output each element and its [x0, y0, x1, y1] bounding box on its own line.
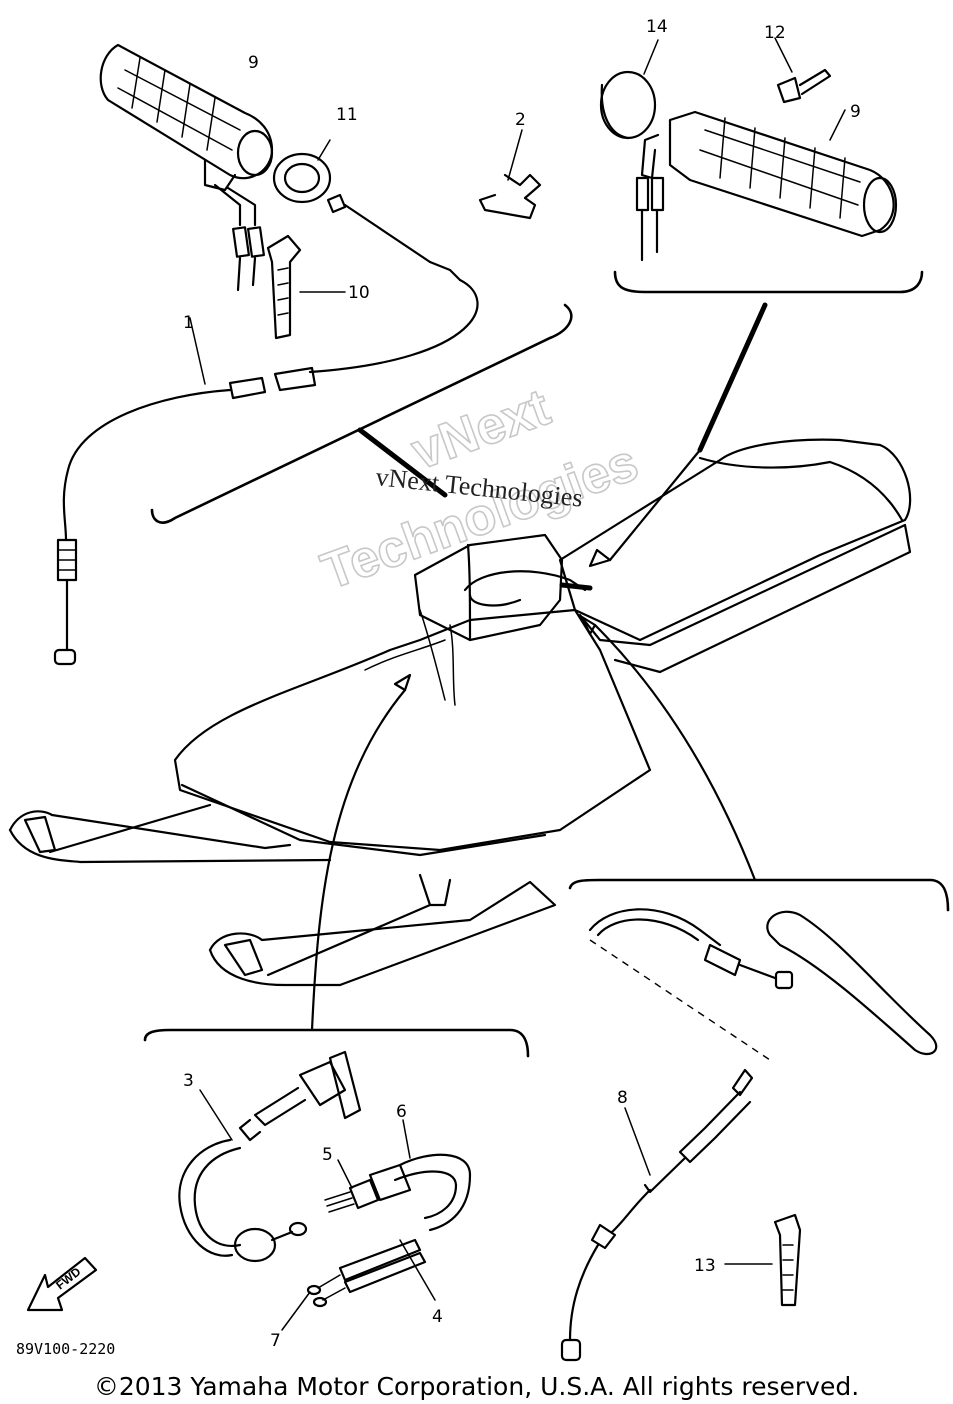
callout-3: 3 — [183, 1071, 194, 1091]
right-grip-group — [599, 37, 898, 262]
copyright-notice: ©2013 Yamaha Motor Corporation, U.S.A. A… — [93, 1372, 860, 1401]
callout-11: 11 — [336, 105, 358, 125]
left-grip-group — [53, 43, 542, 666]
cable-tie-10 — [266, 234, 346, 340]
callout-12: 12 — [764, 23, 786, 43]
left-grip — [99, 43, 274, 292]
throttle-cable-1 — [53, 193, 479, 666]
switch-group — [178, 1050, 472, 1331]
callout-4: 4 — [432, 1307, 443, 1327]
watermark: vNext Technologies vNext Technologies — [313, 378, 646, 603]
snowmobile-body — [8, 438, 912, 987]
callout-10: 10 — [348, 283, 370, 303]
callout-1: 1 — [183, 313, 194, 333]
callout-13: 13 — [694, 1256, 716, 1276]
callout-7: 7 — [270, 1331, 281, 1351]
callout-labels: 1 2 3 4 5 6 7 8 9 9 10 11 12 13 14 — [183, 17, 861, 1351]
fwd-label: FWD — [53, 1264, 83, 1292]
cap-14 — [599, 39, 659, 140]
screw-12 — [774, 37, 832, 104]
callout-9-right: 9 — [850, 102, 861, 122]
forward-direction-arrow-icon: FWD — [26, 1256, 98, 1312]
callout-8: 8 — [617, 1088, 628, 1108]
diagram-code: 89V100-2220 — [16, 1340, 116, 1358]
callout-9-left: 9 — [248, 53, 259, 73]
callout-2: 2 — [515, 110, 526, 130]
brake-group — [560, 908, 938, 1362]
right-grip — [635, 109, 898, 262]
callout-5: 5 — [322, 1145, 333, 1165]
callout-14: 14 — [646, 17, 668, 37]
clip-2 — [478, 129, 542, 220]
bracket-lines — [143, 270, 950, 1058]
ring-11 — [272, 139, 332, 204]
callout-6: 6 — [396, 1102, 407, 1122]
